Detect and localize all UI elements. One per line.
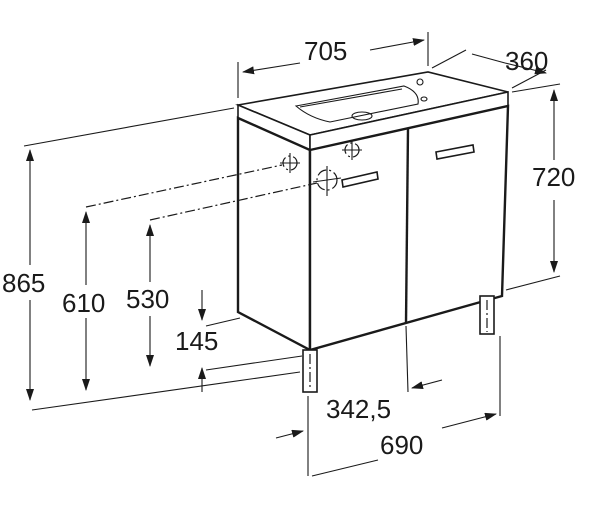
outlet-markers xyxy=(85,140,362,221)
drain xyxy=(351,111,373,121)
basin-bowl-rim xyxy=(299,88,403,108)
overflow-hole xyxy=(420,96,428,102)
dim-total-height xyxy=(23,107,301,411)
cabinet-side-panel xyxy=(236,116,312,352)
outlet-marker-middle xyxy=(342,140,362,160)
outlet-marker-upper xyxy=(280,153,300,173)
dim-cabinet-height xyxy=(505,83,561,291)
label-half-width: 342,5 xyxy=(326,394,391,424)
basin-bowl xyxy=(294,85,419,123)
door-divider xyxy=(404,127,410,324)
label-leg-height: 145 xyxy=(175,326,218,356)
dim-leg-height xyxy=(198,290,303,392)
cabinet xyxy=(235,71,510,393)
label-total-height: 865 xyxy=(2,268,45,298)
outlet-leader-530 xyxy=(149,182,318,221)
label-width-bottom: 690 xyxy=(380,430,423,460)
dim-width-top xyxy=(237,32,429,98)
outlet-leader-610 xyxy=(85,164,283,208)
outlet-marker-waste xyxy=(312,166,342,196)
door-handle-right xyxy=(435,144,475,160)
label-outlet-height-2: 530 xyxy=(126,284,169,314)
leg-front-left xyxy=(302,349,318,393)
leg-rear-right xyxy=(479,295,495,335)
dim-depth xyxy=(431,49,547,89)
label-depth: 360 xyxy=(505,46,548,76)
label-outlet-height-1: 610 xyxy=(62,288,105,318)
dim-half-width xyxy=(405,325,443,393)
tap-hole xyxy=(416,78,424,86)
cabinet-front xyxy=(308,104,510,352)
door-handle-left xyxy=(341,171,379,188)
label-width-top: 705 xyxy=(304,36,347,66)
dim-width-bottom xyxy=(275,336,501,477)
label-cabinet-height: 720 xyxy=(532,162,575,192)
